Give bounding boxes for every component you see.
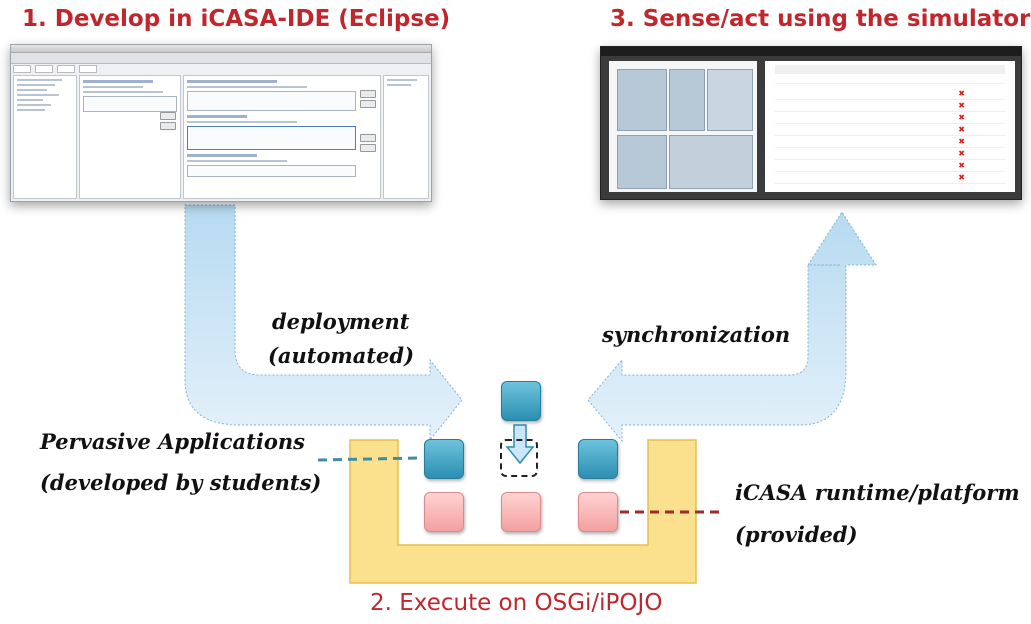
pervasive-apps-label: Pervasive Applications	[40, 429, 305, 454]
deployment-arrow	[184, 204, 463, 442]
deploy-down-arrow	[505, 424, 535, 465]
step1-title: 1. Develop in iCASA-IDE (Eclipse)	[22, 6, 451, 32]
step3-title: 3. Sense/act using the simulator	[610, 6, 1031, 32]
house-map	[609, 61, 757, 192]
remove-icon: ✖	[958, 149, 965, 158]
remove-icon: ✖	[958, 101, 965, 110]
automated-label: (automated)	[268, 343, 415, 368]
simulator-screenshot: ✖ ✖ ✖ ✖ ✖ ✖ ✖ ✖	[600, 46, 1022, 200]
remove-icon: ✖	[958, 125, 965, 134]
runtime-bundle-3	[578, 492, 618, 532]
developed-by-label: (developed by students)	[40, 470, 322, 495]
eclipse-ide-screenshot	[10, 44, 432, 202]
app-bundle-1	[424, 439, 464, 479]
incoming-app-bundle	[501, 381, 541, 421]
remove-icon: ✖	[958, 161, 965, 170]
provided-label: (provided)	[735, 522, 858, 547]
runtime-bundle-1	[424, 492, 464, 532]
device-list: ✖ ✖ ✖ ✖ ✖ ✖ ✖ ✖	[765, 61, 1015, 192]
app-bundle-3	[578, 439, 618, 479]
runtime-bundle-2	[501, 492, 541, 532]
runtime-label: iCASA runtime/platform	[735, 480, 1020, 505]
remove-icon: ✖	[958, 137, 965, 146]
step2-title: 2. Execute on OSGi/iPOJO	[370, 590, 663, 616]
synchronization-arrow	[587, 211, 877, 443]
remove-icon: ✖	[958, 113, 965, 122]
empty-bundle-slot	[500, 439, 538, 477]
deployment-label: deployment	[272, 309, 410, 334]
synchronization-label: synchronization	[602, 322, 791, 347]
remove-icon: ✖	[958, 89, 965, 98]
platform-container	[349, 439, 697, 584]
remove-icon: ✖	[958, 173, 965, 182]
apps-connector	[317, 456, 421, 462]
